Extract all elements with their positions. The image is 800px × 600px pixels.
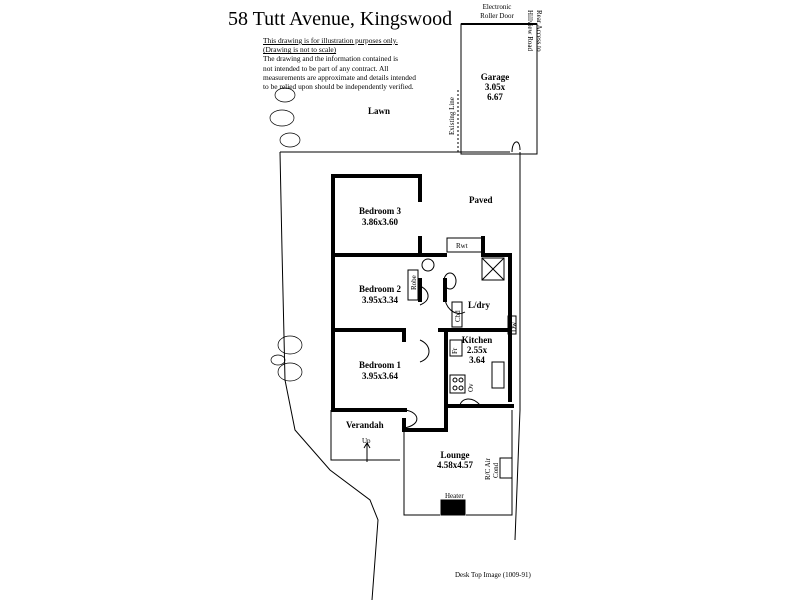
verandah-label: Verandah <box>346 420 384 430</box>
garage-label: Garage <box>480 72 510 82</box>
kitchen-sink <box>491 361 505 389</box>
disclaimer-line: to be relied upon should be independentl… <box>263 82 414 92</box>
bedroom1-dim: 3.95x3.64 <box>362 371 398 381</box>
lounge-dim: 4.58x4.57 <box>437 460 473 470</box>
paved-label: Paved <box>469 195 493 205</box>
wall-bedroom1 <box>331 328 407 412</box>
kitchen-dim: 3.64 <box>469 355 485 365</box>
tree-bottom <box>270 335 303 382</box>
lounge-outline <box>403 410 513 516</box>
fr-label: Fr <box>451 347 459 354</box>
up-label: Up <box>362 437 371 445</box>
dw-label: Dw <box>510 321 518 332</box>
cbd-label: Cbd <box>454 310 462 322</box>
verandah-outline <box>330 410 400 461</box>
bedroom1-label: Bedroom 1 <box>358 360 402 370</box>
roller-door-label: Roller Door <box>480 12 514 20</box>
disclaimer-line: (Drawing is not to scale) <box>263 45 337 55</box>
existing-line-label: Existing Line <box>448 97 456 135</box>
wall-wet-area <box>418 236 512 302</box>
ldry-label: L/dry <box>468 300 491 310</box>
shower <box>481 257 505 281</box>
bedroom3-dim: 3.86x3.60 <box>362 217 398 227</box>
tree-top <box>269 87 301 148</box>
disclaimer-line: The drawing and the information containe… <box>263 54 399 64</box>
robe-label: Robe <box>410 275 418 290</box>
oven <box>449 374 466 394</box>
wall-laundry <box>418 278 512 332</box>
disclaimer-line: not intended to be part of any contract.… <box>263 63 389 73</box>
kitchen-dim: 2.55x <box>466 345 488 355</box>
ov-label: Ov <box>467 383 475 392</box>
electronic-label: Electronic <box>482 3 512 11</box>
basin <box>421 258 435 272</box>
disclaimer: This drawing is for illustration purpose… <box>263 36 463 91</box>
kitchen-label: Kitchen <box>461 335 493 345</box>
bedroom3-label: Bedroom 3 <box>358 206 402 216</box>
bedroom2-dim: 3.95x3.34 <box>362 295 398 305</box>
disclaimer-line: This drawing is for illustration purpose… <box>263 36 398 45</box>
footer-credit: Desk Top Image (1009-91) <box>455 571 531 579</box>
rear-access-label: Rear Access to <box>535 10 543 52</box>
boundary-arc <box>511 141 521 153</box>
rwt-label: Rwt <box>456 242 468 250</box>
heater <box>440 499 466 516</box>
lawn-label: Lawn <box>368 106 391 116</box>
lounge-label: Lounge <box>440 450 470 460</box>
wall-lounge <box>402 404 448 432</box>
site-boundary <box>279 151 510 600</box>
rc-air-label: R/C Air <box>484 458 492 480</box>
garage-dim: 3.05x <box>484 82 506 92</box>
disclaimer-line: measurements are approximate and details… <box>263 72 416 82</box>
boundary-right <box>514 152 521 541</box>
ldry-cbd <box>451 301 463 328</box>
rc-air-unit <box>499 457 513 479</box>
hillview-road-label: Hillview Road <box>526 10 534 52</box>
garage-dim: 6.67 <box>487 92 503 102</box>
rc-air-cond-label: Cond <box>492 462 500 478</box>
heater-label: Heater <box>445 492 464 500</box>
bedroom2-label: Bedroom 2 <box>358 284 402 294</box>
fridge <box>449 339 463 357</box>
page-title: 58 Tutt Avenue, Kingswood <box>228 8 453 30</box>
